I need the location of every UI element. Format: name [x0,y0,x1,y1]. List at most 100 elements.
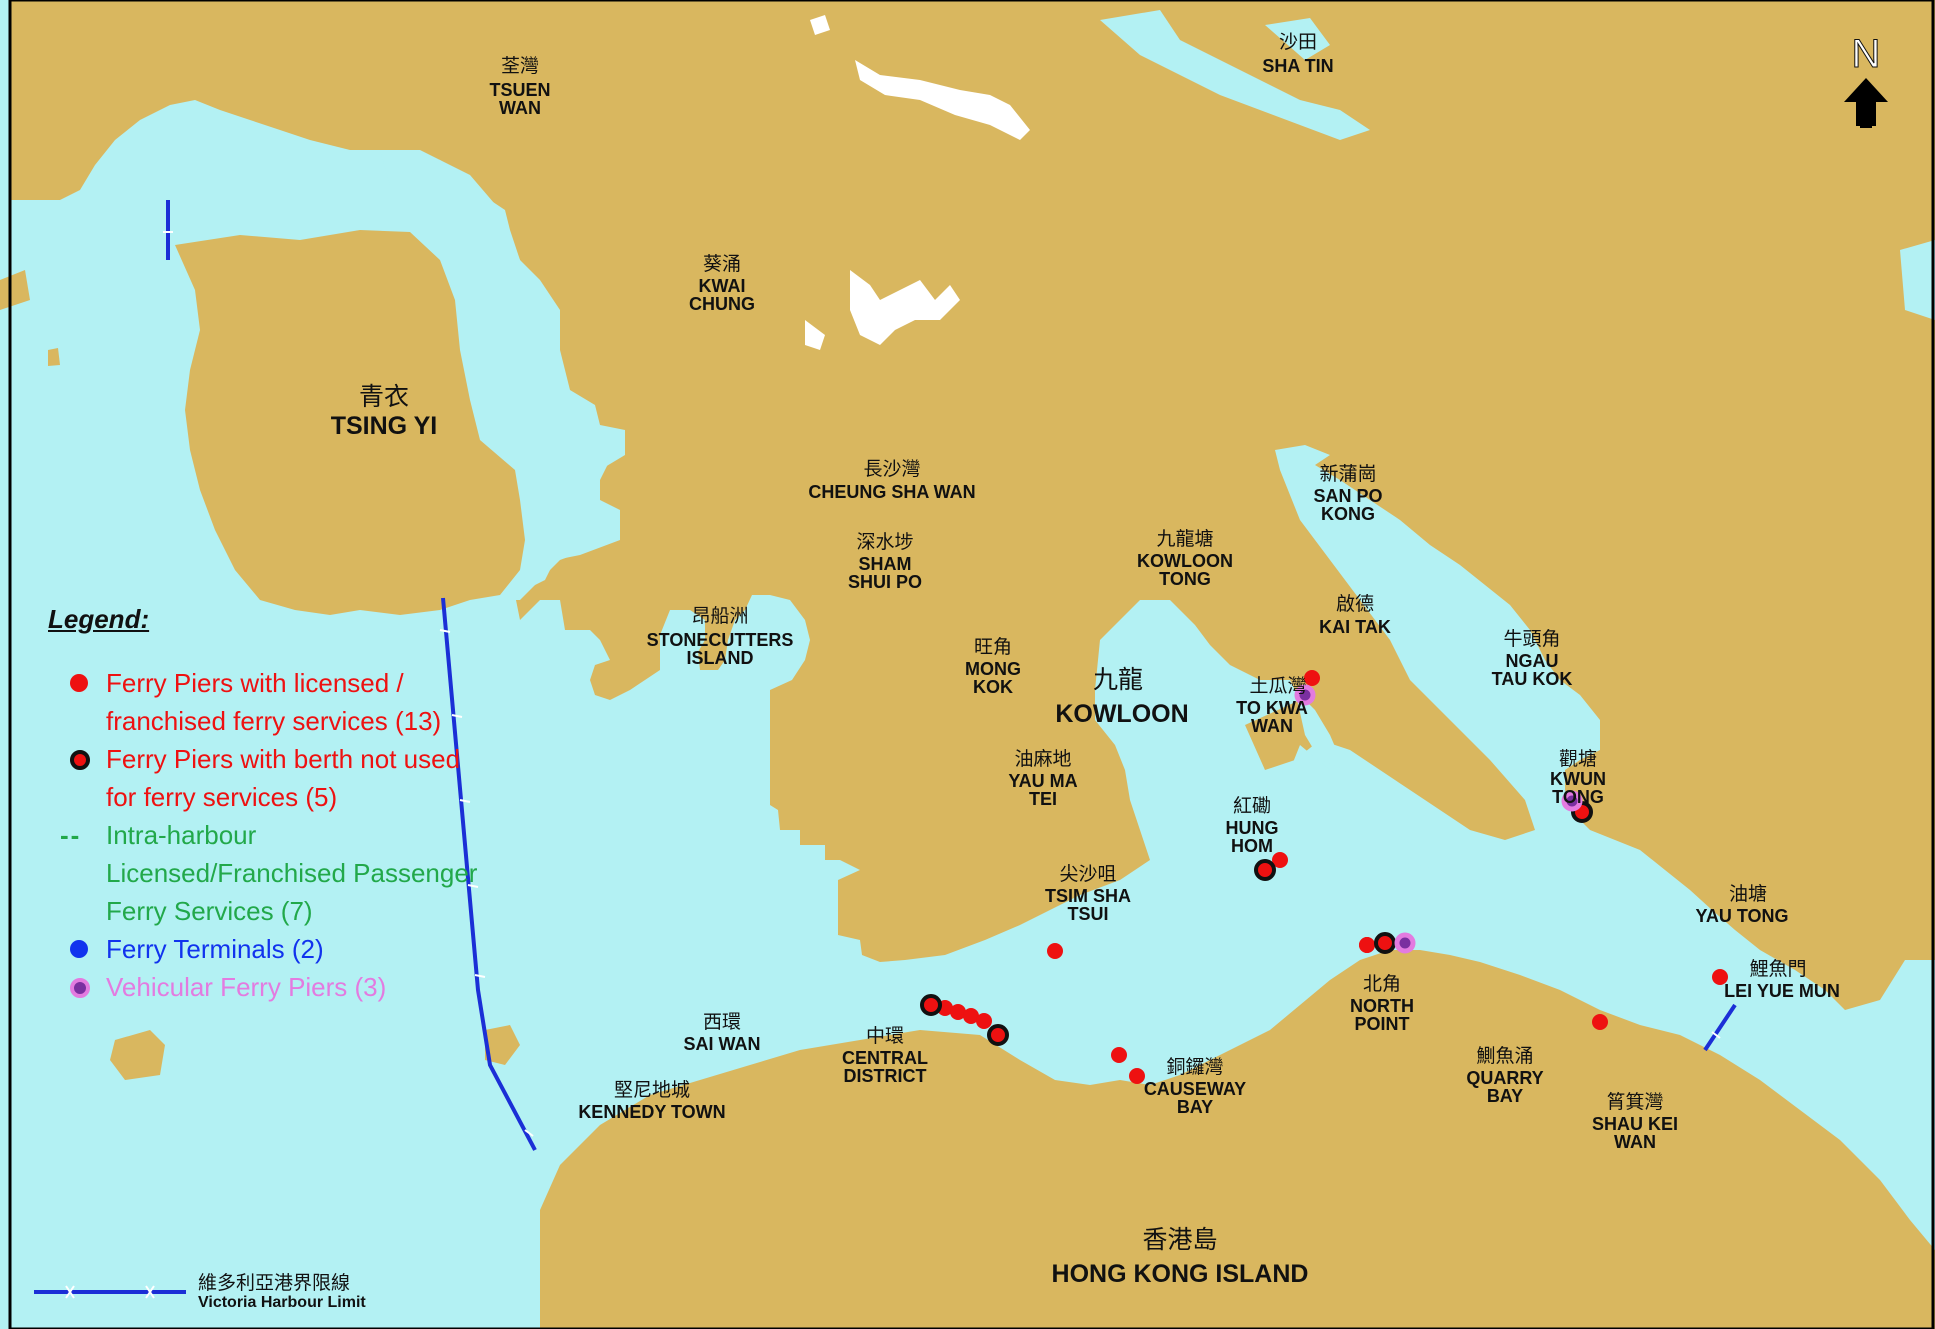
label-lei-yue-mun-en: LEI YUE MUN [1724,981,1840,1001]
label-kwun-tong-en2: TONG [1552,787,1604,807]
ringed-red-dot-icon [70,750,90,770]
label-quarry-bay-en2: BAY [1487,1086,1523,1106]
label-hung-hom-en2: HOM [1231,836,1273,856]
label-yau-ma-tei-en2: TEI [1029,789,1057,809]
legend-item-intra-harbour: -- Intra-harbour Licensed/Franchised Pas… [48,816,478,930]
label-tsing-yi-zh: 青衣 [359,382,409,411]
ferry-pier [1111,1047,1127,1063]
left-island [48,348,60,366]
label-mong-kok-en: MONG [965,659,1021,679]
label-stonecutters-en: STONECUTTERS [647,630,794,650]
label-kai-tak-en: KAI TAK [1319,617,1391,637]
small-island [110,1030,165,1080]
label-cheung-sha-wan-zh: 長沙灣 [863,458,920,480]
tolo-inlet [1265,18,1330,60]
label-sham-shui-po-en: SHAM [859,554,912,574]
north-arrow-icon [1844,78,1888,128]
legend-item-label: Ferry Piers with berth not used for ferr… [106,744,461,812]
legend-item-label: Intra-harbour Licensed/Franchised Passen… [106,820,478,926]
label-san-po-kong-en: SAN PO [1313,486,1382,506]
legend-item-label: Ferry Piers with licensed / franchised f… [106,668,442,736]
label-yau-tong-en: YAU TONG [1695,906,1788,926]
ferry-piers [937,670,1728,1084]
legend-item-label: Vehicular Ferry Piers (3) [106,972,387,1002]
right-island [1900,240,1935,320]
legend-item-licensed-piers: Ferry Piers with licensed / franchised f… [48,664,478,740]
ferry-pier [976,1013,992,1029]
map-frame [8,0,1935,1329]
red-dot-icon [70,674,88,692]
ferry-pier [950,1004,966,1020]
legend-item-unused-berth: Ferry Piers with berth not used for ferr… [48,740,478,816]
label-kowloon-zh: 九龍 [1093,665,1143,694]
label-san-po-kong-zh: 新蒲崗 [1319,463,1376,485]
left-island [0,270,30,310]
label-ngau-tau-kok-en2: TAU KOK [1492,669,1573,689]
label-kennedy-town-en: KENNEDY TOWN [578,1102,725,1122]
label-kwai-chung-en: KWAI [699,276,746,296]
unused-berth-piers [920,801,1593,1046]
kowloon-landmass [10,0,1935,1010]
ferry-pier [1712,969,1728,985]
label-central-en: CENTRAL [842,1048,928,1068]
kowloon-bay [1295,690,1345,770]
reservoir [855,60,1030,140]
label-shau-kei-wan-en2: WAN [1614,1132,1656,1152]
label-kai-tak-zh: 啟德 [1336,593,1374,615]
tsing-yi-island [175,230,525,615]
label-central-en2: DISTRICT [844,1066,927,1086]
label-quarry-bay-en: QUARRY [1466,1068,1543,1088]
label-tsim-sha-tsui-en2: TSUI [1067,904,1108,924]
unused-berth-pier [987,1024,1009,1046]
harbour-limit-ticks [163,231,1721,1137]
label-to-kwa-wan-en: TO KWA [1236,698,1308,718]
harbour-limit-zh: 維多利亞港界限線 [198,1272,351,1294]
label-quarry-bay-zh: 鰂魚涌 [1476,1045,1533,1067]
green-island [485,1025,520,1065]
label-shau-kei-wan-zh: 筲箕灣 [1606,1091,1663,1113]
vehicular-ferry-pier [1561,790,1583,812]
label-kwun-tong-en: KWUN [1550,769,1606,789]
label-yau-ma-tei-zh: 油麻地 [1014,748,1071,770]
purple-ringed-dot-icon [70,978,90,998]
label-north-point-en2: POINT [1354,1014,1409,1034]
label-causeway-bay-en2: BAY [1177,1097,1213,1117]
legend-item-vehicular-piers: Vehicular Ferry Piers (3) [48,968,478,1006]
reservoir [850,270,960,345]
label-shau-kei-wan-en: SHAU KEI [1592,1114,1678,1134]
label-hung-hom-en: HUNG [1226,818,1279,838]
label-yau-ma-tei-en: YAU MA [1008,771,1077,791]
harbour-limit-line [166,200,1737,1151]
rambler-channel [380,150,610,600]
label-sai-wan-zh: 西環 [703,1011,741,1033]
blue-dot-icon [70,940,88,958]
label-tsuen-wan-en2: WAN [499,98,541,118]
vehicular-ferry-pier [1394,932,1416,954]
label-kwai-chung-en2: CHUNG [689,294,755,314]
label-kowloon-tong-zh: 九龍塘 [1156,528,1213,550]
label-yau-tong-zh: 油塘 [1729,883,1767,905]
label-causeway-bay-en: CAUSEWAY [1144,1079,1246,1099]
label-stonecutters-zh: 昂船洲 [691,605,748,627]
label-hong-kong-island-en: HONG KONG ISLAND [1052,1260,1309,1288]
stonecutters-dock [705,690,760,730]
label-hung-hom-zh: 紅磡 [1233,795,1271,817]
unused-berth-pier [1374,932,1396,954]
label-to-kwa-wan-zh: 土瓜灣 [1249,675,1306,697]
label-causeway-bay-zh: 銅鑼灣 [1166,1056,1223,1078]
label-ngau-tau-kok-zh: 牛頭角 [1503,628,1560,650]
label-sha-tin-en: SHA TIN [1262,56,1333,76]
green-dash-icon: -- [60,820,82,850]
reservoir [805,320,825,350]
label-cheung-sha-wan-en: CHEUNG SHA WAN [808,482,975,502]
label-lei-yue-mun-zh: 鯉魚門 [1749,958,1806,980]
label-sai-wan-en: SAI WAN [683,1034,760,1054]
label-central-zh: 中環 [866,1025,904,1047]
label-tsuen-wan-en: TSUEN [489,80,550,100]
label-kennedy-town-zh: 堅尼地城 [614,1079,690,1101]
label-kowloon-en: KOWLOON [1055,700,1188,728]
place-labels: 荃灣 TSUEN WAN 沙田 SHA TIN 葵涌 KWAI CHUNG 青衣… [331,31,1840,1288]
label-ngau-tau-kok-en: NGAU [1506,651,1559,671]
reservoir [810,15,830,35]
